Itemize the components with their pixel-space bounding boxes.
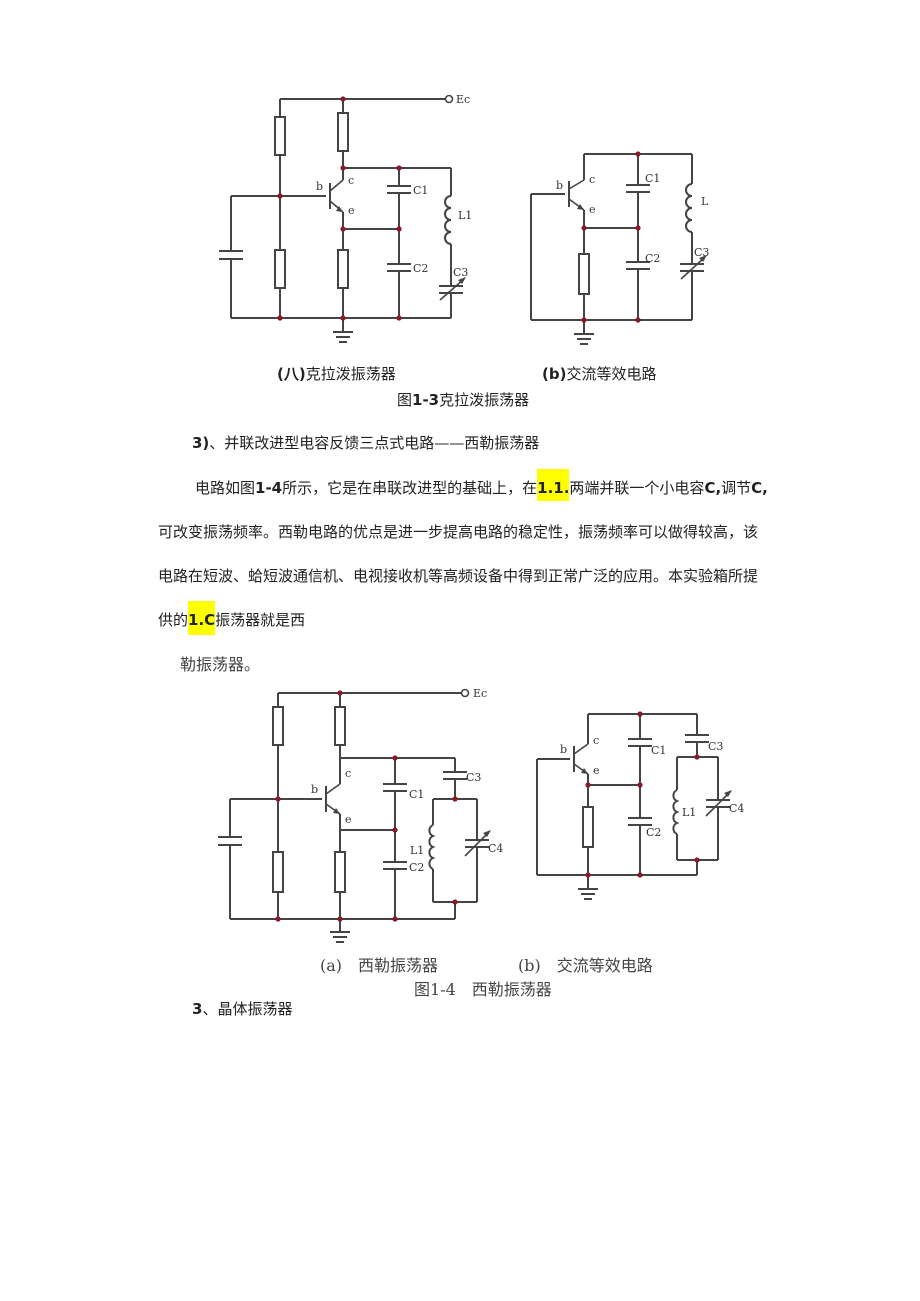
l1-label: L1 [458, 209, 472, 222]
figure-1-3-title: 图1-3克拉泼振荡器 [397, 389, 529, 410]
c1-label-b: C1 [645, 172, 660, 185]
title-text: 克拉泼振荡器 [439, 391, 530, 409]
emitter-label: e [348, 204, 355, 217]
section-title: 、并联改进型电容反馈三点式电路——西勒振荡器 [209, 434, 540, 452]
c2-label-b: C2 [645, 252, 660, 265]
section-heading: 3)、并联改进型电容反馈三点式电路——西勒振荡器 [192, 432, 539, 453]
c3-label: C3 [453, 266, 468, 279]
ec-label-2: Ec [473, 687, 487, 700]
caption-1-3-b: (b)交流等效电路 [542, 363, 656, 384]
emitter-label-2: e [345, 813, 352, 826]
paragraph-line-2: 可改变振荡频率。西勒电路的优点是进一步提高电路的稳定性，振荡频率可以做得较高，该 [158, 523, 759, 541]
figure-1-3-circuit-a: Ec b c e C1 C2 L1 C3 [219, 93, 709, 345]
l1-label-2: L1 [410, 844, 424, 857]
caption-b-text: 交流等效电路 [566, 365, 657, 383]
collector-label-2: c [345, 767, 351, 780]
figure-1-4-title: 图1-4 西勒振荡器 [414, 980, 552, 999]
c4-label-2: C4 [488, 842, 503, 855]
figure-1-4-circuit: Ec b c e C1 C2 C3 L1 C [218, 687, 744, 943]
base-label-b: b [556, 179, 563, 192]
caption-a-text: 克拉泼振荡器 [305, 365, 396, 383]
caption-1-3-a: (八)克拉泼振荡器 [277, 363, 396, 384]
highlight-mark: 1.C [188, 601, 216, 635]
highlight-mark: 1.1. [537, 469, 570, 501]
figure-ref: 1-4 [255, 479, 283, 497]
emitter-label-2b: e [593, 764, 600, 777]
text-run: 电路如图 [195, 479, 256, 497]
symbol-c: C, [751, 479, 768, 497]
text-run: 两端并联一个小电容 [569, 479, 705, 497]
collector-label: c [348, 174, 354, 187]
caption-a-prefix: (八) [277, 365, 306, 383]
caption-1-4-a: (a) 西勒振荡器 [320, 956, 439, 975]
symbol-c: C, [704, 479, 722, 497]
caption-b-prefix: (b) [542, 365, 567, 383]
ec-label: Ec [456, 93, 470, 106]
paragraph-line-4: 供的1.C振荡器就是西 [158, 601, 306, 635]
title-num: 1-3 [412, 391, 440, 409]
l1-label-2b: L1 [682, 806, 696, 819]
collector-label-2b: c [593, 734, 599, 747]
c3-label-2b: C3 [708, 740, 723, 753]
c1-label-2: C1 [409, 788, 424, 801]
caption-1-4-b: (b) 交流等效电路 [518, 956, 653, 975]
l-label-b: L [701, 195, 709, 208]
paragraph-line-3: 电路在短波、蛤短波通信机、电视接收机等高频设备中得到正常广泛的应用。本实验箱所提 [158, 567, 759, 585]
base-label-2b: b [560, 743, 567, 756]
paragraph-line-5: 勒振荡器。 [180, 655, 261, 674]
emitter-label-b: e [589, 203, 596, 216]
c2-label: C2 [413, 262, 428, 275]
text-run: 所示，它是在串联改进型的基础上，在 [282, 479, 538, 497]
c1-label: C1 [413, 184, 428, 197]
text-run: 振荡器就是西 [215, 611, 306, 629]
section-number-2: 3 [192, 1000, 203, 1018]
collector-label-b: c [589, 173, 595, 186]
c3-label-2: C3 [466, 771, 481, 784]
base-label-2: b [311, 783, 318, 796]
section-title-2: 、晶体振荡器 [202, 1000, 293, 1018]
c2-label-2b: C2 [646, 826, 661, 839]
c2-label-2: C2 [409, 861, 424, 874]
c4-label-2b: C4 [729, 802, 744, 815]
base-label: b [316, 180, 323, 193]
text-run: 调节 [721, 479, 752, 497]
c1-label-2b: C1 [651, 744, 666, 757]
title-prefix: 图 [397, 391, 413, 409]
text-run: 供的 [158, 611, 189, 629]
section-heading-2: 3、晶体振荡器 [192, 998, 292, 1019]
c3-label-b: C3 [694, 246, 709, 259]
paragraph-line-1: 电路如图1-4所示，它是在串联改进型的基础上，在1.1.两端并联一个小电容C,调… [195, 469, 768, 501]
section-number: 3) [192, 434, 210, 452]
